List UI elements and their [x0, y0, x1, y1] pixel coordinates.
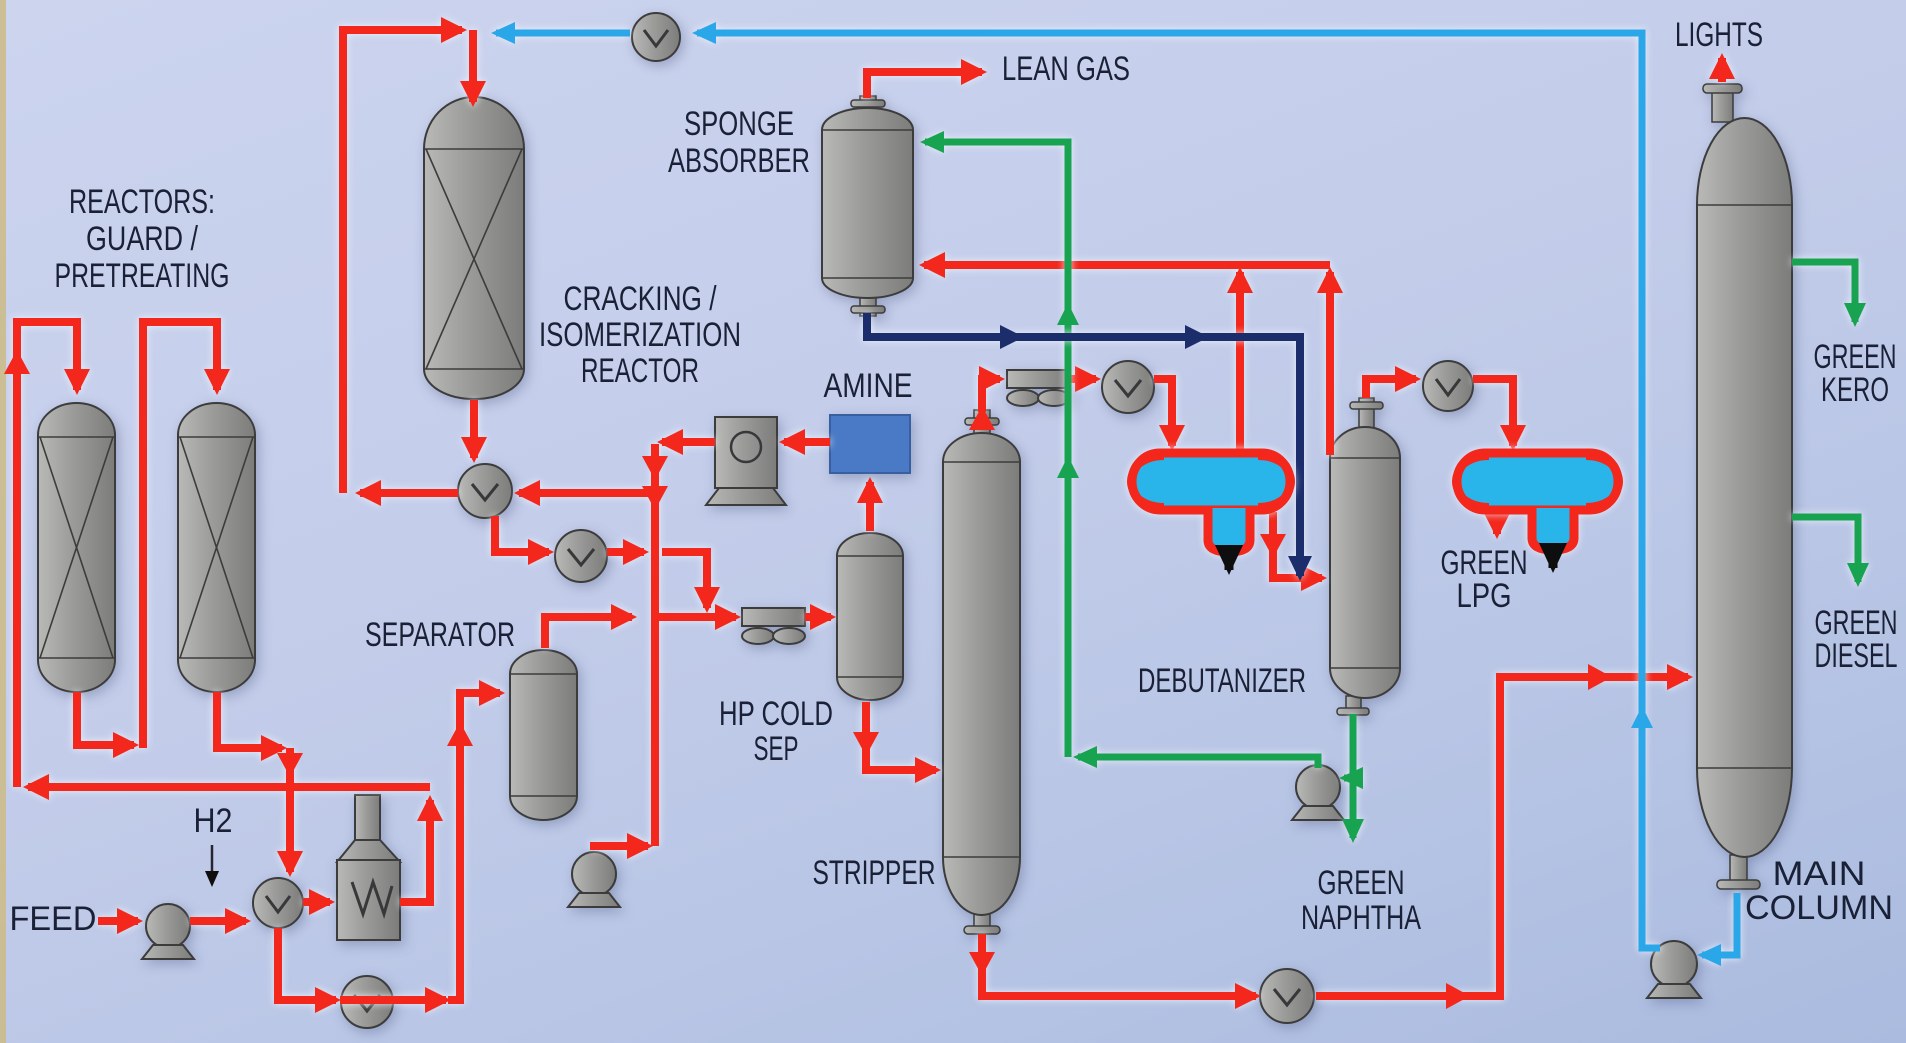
separator-vessel	[509, 649, 578, 821]
label-feed: FEED	[10, 900, 97, 938]
equipment-layer	[37, 12, 1793, 1029]
label-main-column-1: MAIN	[1773, 855, 1866, 893]
label-green-lpg-2: LPG	[1457, 577, 1512, 615]
main-column-vessel	[1696, 83, 1793, 890]
stripper-reflux-drum	[1127, 448, 1295, 557]
label-green-diesel-2: DIESEL	[1815, 637, 1898, 675]
hp-cold-separator-vessel	[836, 532, 904, 701]
label-sponge-absorber-2: ABSORBER	[668, 142, 810, 180]
label-guard-reactors-2: GUARD /	[86, 220, 198, 258]
label-amine: AMINE	[824, 367, 913, 405]
label-green-naphtha-2: NAPHTHA	[1301, 899, 1421, 937]
label-green-lpg-1: GREEN	[1441, 544, 1528, 582]
recycle-compressor	[703, 416, 789, 506]
label-sponge-absorber-1: SPONGE	[684, 105, 794, 143]
naphtha-pump	[1289, 764, 1347, 821]
stripper-bottoms-exchanger	[1259, 968, 1315, 1024]
air-cooler-stripper-overhead	[1006, 369, 1071, 407]
pipes-navy	[863, 313, 1312, 581]
recycle-cooler-exchanger	[631, 12, 681, 62]
left-edge-strip	[0, 0, 6, 1043]
feed-preheat-exchanger	[252, 877, 304, 929]
label-hp-cold-sep-1: HP COLD	[719, 695, 833, 733]
air-cooler-hp-sep	[741, 607, 806, 645]
feed-pump	[139, 903, 197, 960]
label-green-diesel-1: GREEN	[1815, 604, 1898, 642]
label-cracking-1: CRACKING /	[564, 280, 717, 318]
flow-arrowheads	[4, 303, 1653, 1009]
labels-layer: REACTORS: GUARD / PRETREATING CRACKING /…	[10, 16, 1898, 938]
separator-bottoms-pump	[565, 851, 623, 908]
water-draw-arrows	[1215, 543, 1567, 575]
label-lights: LIGHTS	[1675, 16, 1763, 54]
amine-unit-box	[829, 414, 911, 474]
stripper-overhead-condenser	[1101, 360, 1155, 414]
sponge-absorber-vessel	[821, 95, 914, 317]
debutanizer-vessel	[1329, 397, 1401, 716]
label-lean-gas: LEAN GAS	[1002, 50, 1130, 88]
label-hp-cold-sep-2: SEP	[754, 730, 799, 768]
pipes-red	[13, 17, 1735, 1013]
column-bottoms-pump	[1644, 940, 1704, 999]
label-cracking-2: ISOMERIZATION	[539, 316, 741, 354]
label-stripper: STRIPPER	[813, 854, 936, 892]
pipes-green	[920, 131, 1869, 843]
label-h2: H2	[194, 802, 233, 840]
guard-reactor-2	[177, 402, 256, 693]
label-guard-reactors-1: REACTORS:	[69, 183, 215, 221]
label-guard-reactors-3: PRETREATING	[55, 257, 230, 295]
cracking-isomerization-reactor	[423, 96, 525, 400]
guard-reactor-1	[37, 402, 116, 693]
label-separator: SEPARATOR	[365, 616, 515, 654]
lpg-drum	[1452, 448, 1623, 555]
feed-furnace	[334, 794, 403, 941]
feed-effluent-exchanger-2	[554, 529, 608, 583]
stripper-vessel	[942, 409, 1021, 935]
label-green-kero-2: KERO	[1821, 371, 1889, 409]
label-main-column-2: COLUMN	[1745, 889, 1893, 927]
label-debutanizer: DEBUTANIZER	[1138, 662, 1306, 700]
label-cracking-3: REACTOR	[581, 352, 699, 390]
label-green-kero-1: GREEN	[1814, 338, 1897, 376]
feed-effluent-exchanger-1	[457, 463, 513, 519]
debutanizer-overhead-condenser	[1422, 360, 1474, 412]
pipes-cyan	[491, 22, 1741, 966]
label-green-naphtha-1: GREEN	[1318, 864, 1405, 902]
